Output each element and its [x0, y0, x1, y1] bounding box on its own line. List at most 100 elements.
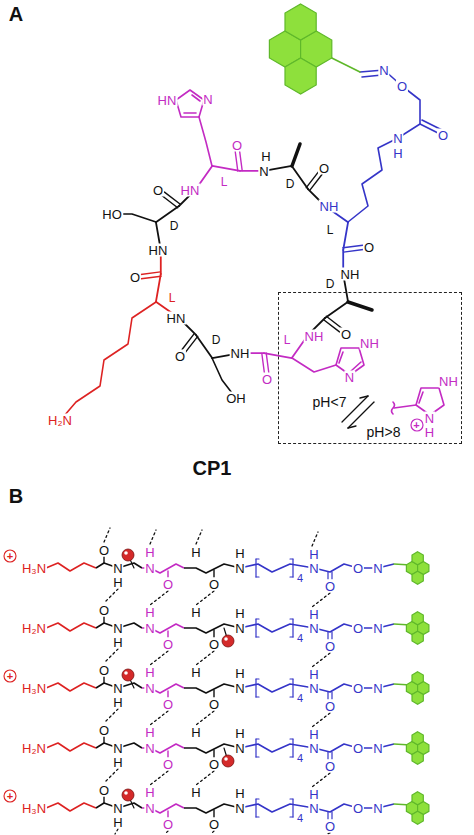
- bond-line: [150, 771, 168, 785]
- atom-label: H: [190, 786, 201, 799]
- atom-label: H₃N: [21, 682, 47, 695]
- pyrene-ring: [412, 571, 423, 584]
- atom-label: O: [129, 271, 141, 284]
- oxygen-sphere: [122, 789, 134, 801]
- pyrene-ring: [285, 4, 316, 40]
- bond-line: [224, 748, 228, 761]
- atom-label: NH: [304, 330, 325, 343]
- atom-label: D: [325, 278, 336, 290]
- atom-label: N: [308, 802, 319, 815]
- bond-line: [196, 591, 214, 605]
- atom-label: O: [208, 698, 220, 711]
- compound-name: CP1: [192, 458, 233, 478]
- bond-line: [290, 618, 293, 619]
- bond-line: [292, 679, 293, 697]
- bond-line: [310, 174, 322, 190]
- atom-label: N: [372, 742, 383, 755]
- atom-label: H: [144, 726, 155, 739]
- bond-chain: [46, 623, 96, 631]
- atom-label: N: [344, 370, 355, 383]
- bond-line: [256, 576, 259, 577]
- atom-label: N: [112, 682, 123, 695]
- bond-line: [331, 812, 332, 819]
- bond-chain: [46, 683, 96, 691]
- bond-chain: [46, 743, 96, 751]
- bond-line: [327, 812, 328, 819]
- atom-label: L: [326, 224, 335, 236]
- atom-label: NH: [230, 347, 251, 360]
- bond-line: [150, 530, 156, 544]
- atom-label: O: [261, 373, 273, 386]
- subscript-number: 4: [296, 753, 304, 764]
- bond-line: [312, 532, 318, 546]
- atom-label: D: [285, 178, 296, 190]
- atom-label: N: [234, 742, 245, 755]
- atom-label: H: [234, 727, 245, 740]
- bond-line: [255, 739, 256, 757]
- bond-line: [325, 302, 348, 318]
- atom-label: O: [363, 241, 375, 254]
- bond-line: [235, 151, 238, 171]
- atom-label: H₂N: [21, 622, 47, 635]
- bond-line: [394, 623, 406, 625]
- charge-sign: +: [6, 790, 14, 801]
- bond-line: [327, 572, 328, 579]
- atom-label: N: [308, 562, 319, 575]
- bond-line: [104, 528, 110, 542]
- atom-label: NH: [319, 200, 340, 213]
- atom-label: O: [352, 682, 364, 695]
- bond-line: [290, 756, 293, 757]
- atom-label: O: [98, 784, 110, 797]
- bond-line: [196, 651, 214, 665]
- condition-label: pH<7: [312, 395, 348, 409]
- atom-label: N: [372, 682, 383, 695]
- bond-chain: [240, 744, 314, 752]
- bond-line: [141, 276, 161, 279]
- atom-label: O: [162, 758, 174, 771]
- bond-chain: [184, 624, 240, 633]
- bond-line: [290, 816, 293, 817]
- bond-line: [331, 572, 332, 579]
- atom-label: N: [234, 682, 245, 695]
- bond-line: [256, 738, 259, 739]
- atom-label: N: [144, 742, 155, 755]
- atom-label: H₃N: [21, 802, 47, 815]
- pyrene-ring: [412, 811, 423, 824]
- pyrene-ring: [412, 691, 423, 704]
- bond-line: [104, 649, 118, 663]
- subscript-number: 4: [296, 633, 304, 644]
- bond-line: [290, 636, 293, 637]
- atom-label: OH: [225, 392, 247, 405]
- bond-line: [103, 797, 104, 803]
- bond-line: [292, 799, 293, 817]
- bond-line: [327, 632, 328, 639]
- bond-chain: [184, 804, 240, 813]
- bond-line: [167, 751, 168, 757]
- bond-chain: [240, 804, 314, 812]
- atom-label: O: [352, 622, 364, 635]
- atom-label: H: [144, 666, 155, 679]
- oxygen-sphere: [222, 635, 234, 647]
- atom-label: O: [98, 544, 110, 557]
- bond-chain: [46, 803, 96, 811]
- bond-line: [256, 618, 259, 619]
- bond-line: [394, 743, 406, 745]
- atom-label: H: [144, 606, 155, 619]
- atom-label: H: [234, 787, 245, 800]
- atom-label: O: [324, 700, 336, 713]
- atom-label: NH: [340, 268, 361, 281]
- bond-line: [394, 683, 406, 685]
- atom-label: H: [308, 788, 319, 801]
- charge-sign: +: [6, 670, 14, 681]
- atom-label: N: [144, 622, 155, 635]
- atom-label: N: [308, 622, 319, 635]
- atom-label: L: [168, 292, 177, 304]
- atom-label: N: [112, 742, 123, 755]
- atom-label: NH: [359, 336, 380, 349]
- pyrene-ring: [412, 792, 423, 805]
- bond-line: [255, 619, 256, 637]
- atom-label: O: [174, 350, 186, 363]
- bond-chain: [46, 563, 96, 571]
- atom-label: H: [234, 667, 245, 680]
- atom-label: N: [112, 562, 123, 575]
